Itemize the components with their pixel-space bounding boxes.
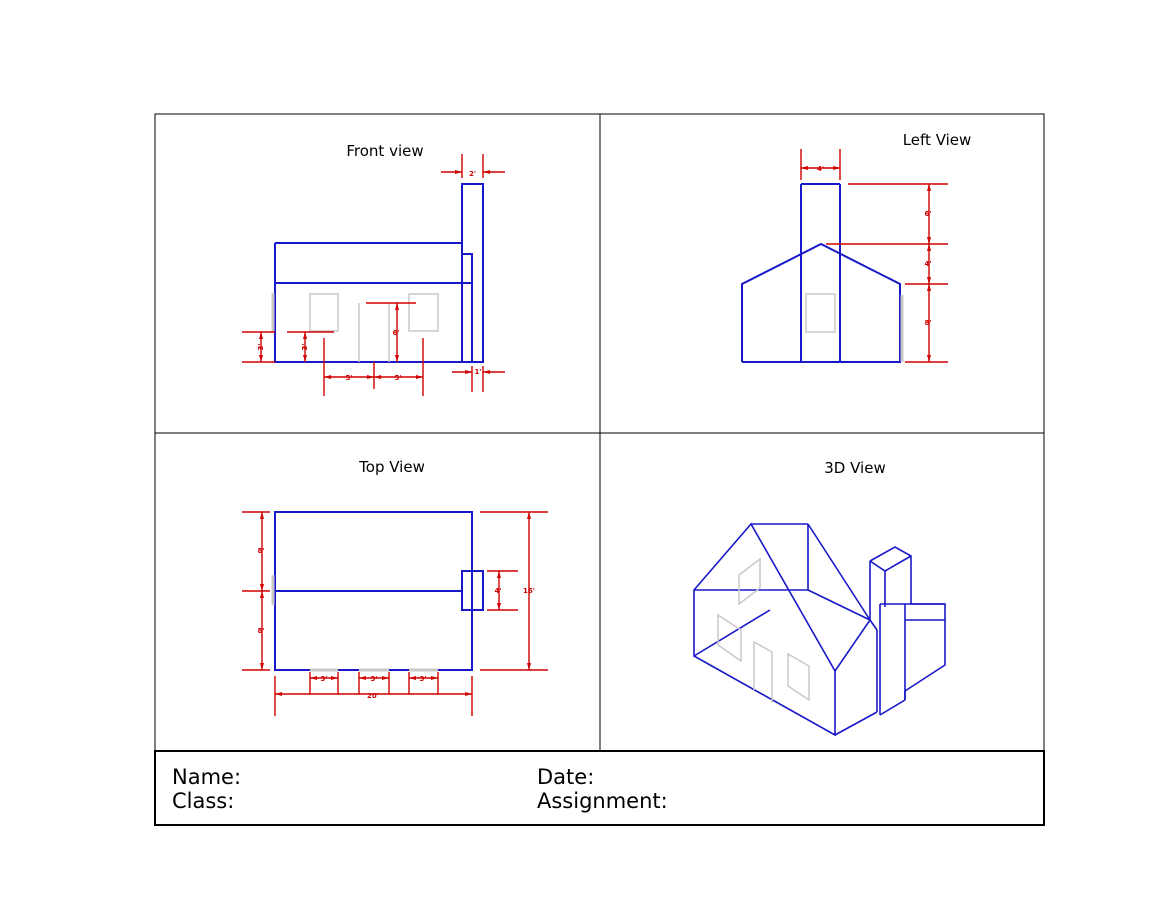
dim-top-half-b: 8' xyxy=(257,627,264,635)
top-view: Top View 8' 8' xyxy=(242,458,548,716)
left-view-title: Left View xyxy=(903,131,972,149)
dim-top-chimney: 4' xyxy=(494,587,501,595)
title-block-date-label: Date: xyxy=(537,765,594,789)
view-frames xyxy=(154,113,1045,752)
dim-front-left-height: 3' xyxy=(257,343,265,350)
top-view-title: Top View xyxy=(358,458,425,476)
front-view: Front view 2' xyxy=(242,142,505,396)
front-view-outline xyxy=(274,183,484,363)
left-view: Left View 4' xyxy=(741,131,972,363)
left-view-hidden-openings xyxy=(805,293,904,362)
dim-front-spacing-a: 5' xyxy=(345,374,352,382)
dim-front-window-height: 3' xyxy=(301,343,309,350)
iso-view-title: 3D View xyxy=(824,459,885,477)
iso-chimney xyxy=(869,546,946,716)
dim-front-chimney-width: 2' xyxy=(469,170,476,178)
dim-left-chimney-above: 6' xyxy=(924,210,931,218)
left-view-dimensions: 4' 6' 4' 8' xyxy=(800,149,948,363)
front-view-title: Front view xyxy=(346,142,423,160)
top-view-hidden-openings xyxy=(271,575,438,672)
front-view-dimensions: 2' 3' 3' 6' xyxy=(242,154,505,396)
dim-front-wall: 1' xyxy=(474,368,481,376)
dim-top-depth: 16' xyxy=(523,587,535,595)
top-view-dimensions: 8' 8' 4' 16' xyxy=(242,511,548,716)
dim-front-spacing-b: 5' xyxy=(394,374,401,382)
dim-top-open-c: 3' xyxy=(419,675,426,683)
left-view-outline xyxy=(741,183,901,363)
iso-view: 3D View xyxy=(693,459,946,737)
dim-top-open-a: 3' xyxy=(320,675,327,683)
front-view-hidden-openings xyxy=(271,293,439,362)
title-block-class-label: Class: xyxy=(172,789,234,813)
title-block-assignment-label: Assignment: xyxy=(537,789,668,813)
dim-top-open-b: 3' xyxy=(370,675,377,683)
dim-left-wall-height: 8' xyxy=(924,319,931,327)
iso-windows xyxy=(717,557,810,703)
title-block-name-label: Name: xyxy=(172,765,241,789)
dim-top-half-a: 8' xyxy=(257,547,264,555)
dim-left-chimney-width: 4' xyxy=(817,165,824,173)
dim-top-length: 20' xyxy=(367,692,379,700)
title-block: Name: Class: Date: Assignment: xyxy=(154,750,1045,826)
top-view-outline xyxy=(274,511,484,671)
iso-house xyxy=(693,522,878,737)
dim-left-roof-height: 4' xyxy=(924,260,931,268)
dim-front-door-height: 6' xyxy=(392,329,399,337)
